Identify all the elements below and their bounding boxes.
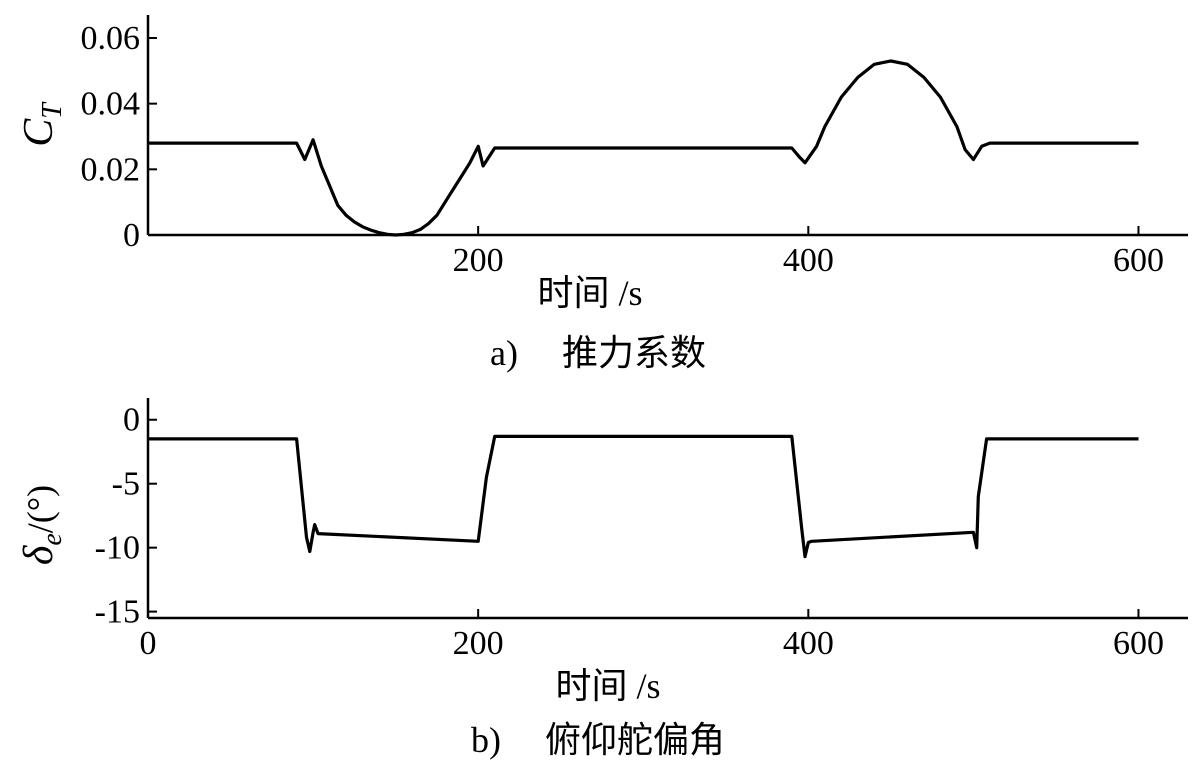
panel-b-xlabel: 时间 /s <box>555 666 660 706</box>
panel-b-caption: b)俯仰舵偏角 <box>471 720 725 760</box>
panel-b-xtick-label: 200 <box>453 625 504 662</box>
panel-a-ytick-label: 0.04 <box>81 86 141 123</box>
panel-a-series-line <box>148 59 1139 237</box>
panel-a-xtick-label: 400 <box>783 242 834 279</box>
panel-a-xlabel: 时间 /s <box>537 273 642 313</box>
panel-b-xtick-label: 600 <box>1113 625 1164 662</box>
panel-a-xtick-label: 200 <box>453 242 504 279</box>
panel-b-ytick-label: -5 <box>112 466 140 503</box>
panel-a-ytick-label: 0.06 <box>81 20 141 57</box>
panel-b-xtick-label: 0 <box>140 625 157 662</box>
panel-b-ytick-label: 0 <box>123 402 140 439</box>
panel-a-ytick-label: 0.02 <box>81 151 141 188</box>
panel-a-ticks: 200 400 600 0 0.02 0.04 0.06 <box>81 20 1164 279</box>
panel-b-series-line <box>148 434 1139 559</box>
panel-b-xtick-label: 400 <box>783 625 834 662</box>
panel-b-ylabel: δe/(°) <box>16 485 68 565</box>
panel-a-plot-frame <box>148 15 1188 235</box>
panel-b-ytick-label: -15 <box>95 594 140 631</box>
panel-a-ytick-label: 0 <box>123 217 140 254</box>
panel-a-caption: a)推力系数 <box>490 333 706 373</box>
panel-b-elevator-deflection: 0 200 400 600 0 -5 -10 -15 时间 /s δe/(°) b)俯仰舵偏角 <box>16 398 1188 760</box>
panel-a-xtick-label: 600 <box>1113 242 1164 279</box>
panel-a-ylabel: CT <box>16 101 68 147</box>
panel-b-ytick-label: -10 <box>95 530 140 567</box>
panel-b-ticks: 0 200 400 600 0 -5 -10 -15 <box>95 402 1164 662</box>
panel-a-thrust-coefficient: 200 400 600 0 0.02 0.04 0.06 时间 /s CT a)推力系数 <box>16 15 1188 373</box>
